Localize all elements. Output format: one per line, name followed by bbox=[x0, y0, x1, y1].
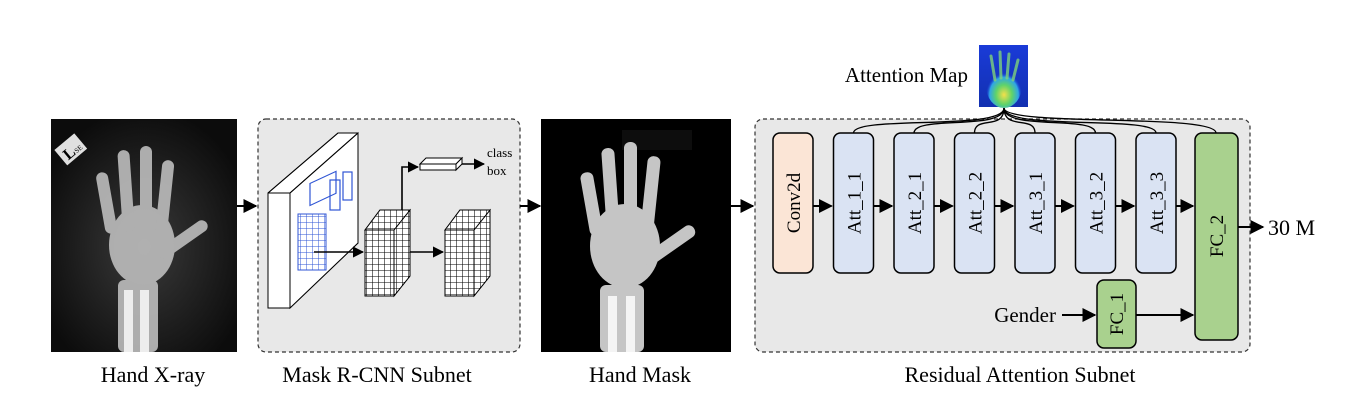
output-label: 30 M bbox=[1268, 215, 1315, 240]
block-att-2-2 bbox=[953, 132, 996, 274]
caption-hand-mask: Hand Mask bbox=[589, 362, 691, 387]
gender-input-label: Gender bbox=[994, 303, 1056, 327]
fc2-block: FC_2 bbox=[1194, 132, 1239, 341]
caption-hand-xray: Hand X-ray bbox=[101, 362, 205, 387]
mask-head-block bbox=[444, 208, 492, 298]
block-conv2d bbox=[772, 132, 814, 274]
block-att-3-3 bbox=[1135, 132, 1177, 274]
attention-map-label: Attention Map bbox=[845, 63, 968, 87]
xray-side-marker-sub: SE bbox=[73, 144, 84, 155]
hand-mask-image bbox=[541, 119, 731, 352]
fc1-label: FC_1 bbox=[1107, 293, 1128, 335]
block-label-att-1-1: Att_1_1 bbox=[845, 172, 866, 234]
attention-link-att-3-1 bbox=[1003, 107, 1036, 134]
attention-link-att-2-2 bbox=[973, 107, 1005, 134]
block-att-2-1 bbox=[893, 132, 935, 274]
box-label: box bbox=[487, 163, 507, 178]
class-label: class bbox=[487, 145, 512, 160]
attention-map: Attention Map bbox=[845, 45, 1028, 108]
attention-link-att-1-1 bbox=[852, 107, 1005, 134]
attention-link-att-3-2 bbox=[1003, 107, 1097, 134]
block-att-3-2 bbox=[1074, 132, 1117, 274]
attention-connections bbox=[852, 107, 1217, 134]
fc1-block: FC_1 bbox=[1096, 279, 1137, 349]
attention-link-att-2-1 bbox=[913, 107, 1005, 134]
caption-mask-rcnn: Mask R-CNN Subnet bbox=[282, 362, 471, 387]
caption-residual-attention: Residual Attention Subnet bbox=[905, 362, 1136, 387]
block-label-att-2-1: Att_2_1 bbox=[905, 172, 926, 234]
attention-link-fc2 bbox=[1003, 107, 1217, 134]
block-label-att-2-2: Att_2_2 bbox=[966, 172, 987, 234]
block-label-att-3-2: Att_3_2 bbox=[1087, 172, 1108, 234]
mask-rcnn-panel: class box bbox=[257, 118, 521, 353]
network-blocks: Conv2d Att_1_1 Att_2_1 Att_2_2 Att_3_1 Att_3_… bbox=[772, 132, 1177, 274]
roi-align-block bbox=[364, 208, 412, 298]
block-att-3-1 bbox=[1014, 132, 1056, 274]
block-label-att-3-1: Att_3_1 bbox=[1026, 172, 1047, 234]
block-label-att-3-3: Att_3_3 bbox=[1147, 172, 1168, 234]
fc-bar bbox=[418, 156, 464, 172]
attention-link-att-3-3 bbox=[1003, 107, 1157, 134]
block-att-1-1 bbox=[832, 132, 875, 274]
block-label-conv2d: Conv2d bbox=[784, 172, 805, 233]
fc2-label: FC_2 bbox=[1207, 215, 1228, 257]
hand-xray-image: L SE bbox=[51, 119, 237, 352]
feature-map-block bbox=[267, 131, 359, 310]
